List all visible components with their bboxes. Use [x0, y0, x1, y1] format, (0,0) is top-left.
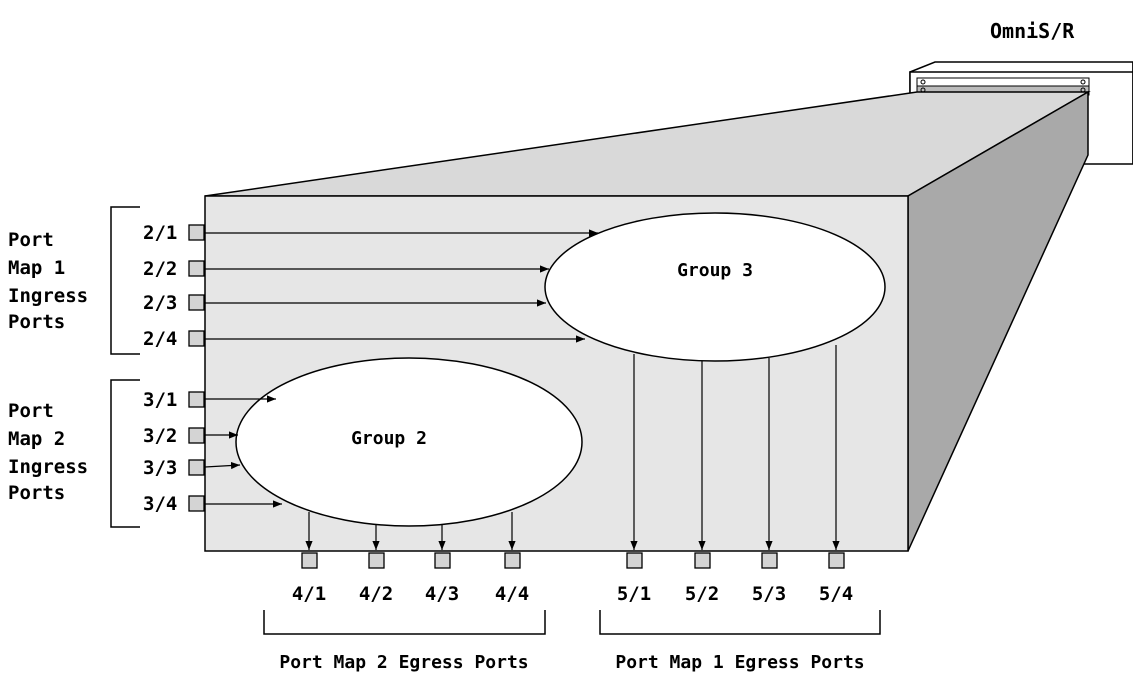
flow-arrow: [204, 461, 241, 470]
port-square: [626, 552, 643, 569]
egress-port-label: 4/2: [359, 583, 393, 605]
port-map-2-egress-bracket: [263, 610, 546, 635]
egress-port-label: 5/4: [819, 583, 853, 605]
group-2-ellipse: [235, 357, 583, 527]
pm1-ingress-label-line: Map 1: [8, 257, 65, 279]
egress-port-label: 5/3: [752, 583, 786, 605]
pm1-ingress-label-line: Port: [8, 229, 54, 251]
port-square: [188, 495, 205, 512]
port-square: [188, 330, 205, 347]
port-map-1-ingress-label: Port Map 1 Ingress Ports: [8, 229, 88, 333]
ingress-ports: [188, 224, 205, 512]
device-name: OmniS/R: [990, 19, 1075, 43]
ingress-port-label: 3/2: [143, 425, 177, 447]
pm2-ingress-label-line: Map 2: [8, 428, 65, 450]
egress-port-label: 4/1: [292, 583, 326, 605]
ingress-port-label: 3/3: [143, 457, 177, 479]
port-map-2-ingress-label: Port Map 2 Ingress Ports: [8, 400, 88, 504]
egress-port-label: 4/4: [495, 583, 529, 605]
port-square: [188, 427, 205, 444]
port-square: [188, 260, 205, 277]
ingress-port-label: 2/2: [143, 258, 177, 280]
egress-arrows: [305, 345, 840, 550]
port-square: [761, 552, 778, 569]
egress-port-label: 4/3: [425, 583, 459, 605]
pm2-ingress-label-line: Port: [8, 400, 54, 422]
port-square: [188, 391, 205, 408]
port-map-1-egress-bracket: [599, 610, 881, 635]
ingress-port-label: 3/4: [143, 493, 177, 515]
ingress-port-label: 2/3: [143, 292, 177, 314]
ingress-arrows: [204, 229, 598, 508]
pm1-ingress-label-line: Ports: [8, 311, 65, 333]
ingress-port-label: 2/1: [143, 222, 177, 244]
port-square: [828, 552, 845, 569]
pm2-ingress-label-line: Ingress: [8, 456, 88, 478]
port-map-1-bracket: [110, 206, 140, 355]
group-3-ellipse: [544, 212, 886, 362]
egress-port-label: 5/1: [617, 583, 651, 605]
ingress-port-labels: 2/1 2/2 2/3 2/4 3/1 3/2 3/3 3/4: [143, 222, 177, 515]
pm2-ingress-label-line: Ports: [8, 482, 65, 504]
port-square: [504, 552, 521, 569]
port-square: [188, 224, 205, 241]
port-map-2-egress-caption: Port Map 2 Egress Ports: [279, 652, 528, 673]
port-square: [434, 552, 451, 569]
group-3-label: Group 3: [677, 260, 753, 281]
port-map-2-bracket: [110, 379, 140, 528]
egress-port-labels: 4/1 4/2 4/3 4/4 5/1 5/2 5/3 5/4: [292, 583, 853, 605]
ingress-port-label: 2/4: [143, 328, 177, 350]
pm1-ingress-label-line: Ingress: [8, 285, 88, 307]
port-square: [301, 552, 318, 569]
port-square: [188, 459, 205, 476]
group-2-label: Group 2: [351, 428, 427, 449]
port-square: [694, 552, 711, 569]
port-square: [368, 552, 385, 569]
port-map-1-egress-caption: Port Map 1 Egress Ports: [615, 652, 864, 673]
egress-port-label: 5/2: [685, 583, 719, 605]
egress-ports: [301, 552, 845, 569]
ingress-port-label: 3/1: [143, 389, 177, 411]
port-square: [188, 294, 205, 311]
